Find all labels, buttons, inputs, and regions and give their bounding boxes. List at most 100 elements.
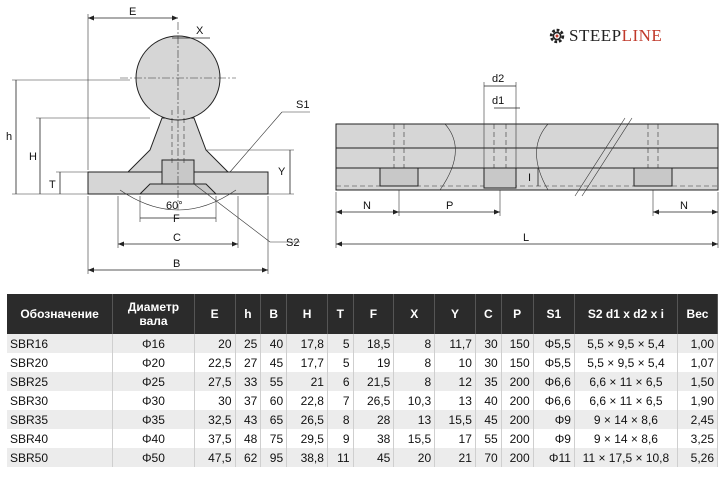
table-cell: 20: [393, 448, 436, 467]
spec-table: Обозначение Диаметр вала E h B H T F X Y…: [7, 294, 719, 467]
table-cell: 150: [501, 334, 534, 353]
table-cell: 13: [434, 391, 476, 410]
table-cell: 38: [353, 429, 395, 448]
logo-text: STEEPLINE: [569, 26, 663, 45]
table-cell: Φ20: [112, 353, 195, 372]
table-cell: 27: [235, 353, 262, 372]
table-cell: 37,5: [194, 429, 236, 448]
label-H: H: [29, 151, 37, 163]
table-cell: 26,5: [353, 391, 395, 410]
table-cell: 19: [353, 353, 395, 372]
table-cell: 25: [235, 334, 262, 353]
table-cell: Φ16: [112, 334, 195, 353]
table-cell: 65: [260, 410, 288, 429]
side-view: d2 d1 I N P N L: [335, 73, 719, 248]
table-cell: 6: [327, 372, 354, 391]
table-cell: 200: [501, 429, 534, 448]
table-cell: 45: [260, 353, 288, 372]
label-B: B: [173, 258, 180, 270]
table-cell: 200: [501, 372, 534, 391]
table-cell: 11: [327, 448, 354, 467]
table-cell: Φ5,5: [533, 353, 575, 372]
header-B: B: [260, 294, 288, 334]
table-cell: 17,7: [286, 353, 328, 372]
header-C: C: [475, 294, 502, 334]
table-cell: 6,6 × 11 × 6,5: [574, 372, 678, 391]
label-angle: 60°: [166, 200, 183, 212]
label-S2: S2: [286, 237, 299, 249]
header-P: P: [501, 294, 534, 334]
table-cell: SBR25: [7, 372, 114, 391]
table-cell: 8: [393, 334, 436, 353]
table-cell: Φ6,6: [533, 391, 575, 410]
table-header-row: Обозначение Диаметр вала E h B H T F X Y…: [7, 294, 719, 334]
table-cell: 35: [475, 372, 502, 391]
label-X: X: [196, 25, 204, 37]
header-E: E: [194, 294, 236, 334]
header-designation: Обозначение: [7, 294, 114, 334]
table-cell: 7: [327, 391, 354, 410]
table-cell: Φ40: [112, 429, 195, 448]
table-cell: 21,5: [353, 372, 395, 391]
cross-section-view: E X h H T Y S1 60° F: [6, 6, 310, 274]
table-cell: 150: [501, 353, 534, 372]
table-cell: 11,7: [434, 334, 476, 353]
table-cell: 38,8: [286, 448, 328, 467]
header-S2: S2 d1 x d2 x i: [574, 294, 678, 334]
table-cell: 11 × 17,5 × 10,8: [574, 448, 678, 467]
table-cell: 21: [286, 372, 328, 391]
label-P: P: [446, 200, 453, 212]
label-h: h: [6, 131, 12, 143]
label-S1: S1: [296, 99, 309, 111]
table-cell: 17: [434, 429, 476, 448]
table-cell: 32,5: [194, 410, 236, 429]
header-T: T: [327, 294, 354, 334]
label-N: N: [363, 200, 371, 212]
table-cell: 9 × 14 × 8,6: [574, 410, 678, 429]
label-C: C: [173, 232, 181, 244]
table-cell: 62: [235, 448, 262, 467]
table-cell: 9 × 14 × 8,6: [574, 429, 678, 448]
table-cell: 1,90: [677, 391, 719, 410]
table-cell: 5,5 × 9,5 × 5,4: [574, 334, 678, 353]
table-cell: 30: [475, 353, 502, 372]
header-h: h: [235, 294, 262, 334]
label-T: T: [49, 179, 56, 191]
label-d2: d2: [492, 73, 504, 85]
label-I: I: [528, 172, 531, 184]
table-cell: 200: [501, 448, 534, 467]
table-cell: Φ25: [112, 372, 195, 391]
header-S1: S1: [533, 294, 575, 334]
table-cell: 12: [434, 372, 476, 391]
label-N-right: N: [680, 200, 688, 212]
table-cell: 45: [353, 448, 395, 467]
table-cell: 13: [393, 410, 436, 429]
technical-drawing: E X h H T Y S1 60° F: [6, 6, 719, 274]
table-cell: 20: [194, 334, 236, 353]
table-cell: 22,8: [286, 391, 328, 410]
table-cell: 3,25: [677, 429, 719, 448]
table-cell: 5,26: [677, 448, 719, 467]
logo: STEEPLINE: [548, 26, 662, 46]
table-cell: 5: [327, 353, 354, 372]
header-F: F: [353, 294, 395, 334]
table-cell: 43: [235, 410, 262, 429]
table-cell: SBR20: [7, 353, 114, 372]
table-cell: 10,3: [393, 391, 436, 410]
header-X: X: [393, 294, 436, 334]
table-cell: 200: [501, 410, 534, 429]
table-cell: Φ9: [533, 429, 575, 448]
table-cell: Φ6,6: [533, 372, 575, 391]
table-cell: SBR40: [7, 429, 114, 448]
table-cell: SBR35: [7, 410, 114, 429]
table-cell: 48: [235, 429, 262, 448]
table-cell: 1,00: [677, 334, 719, 353]
table-cell: 29,5: [286, 429, 328, 448]
table-cell: 30: [475, 334, 502, 353]
